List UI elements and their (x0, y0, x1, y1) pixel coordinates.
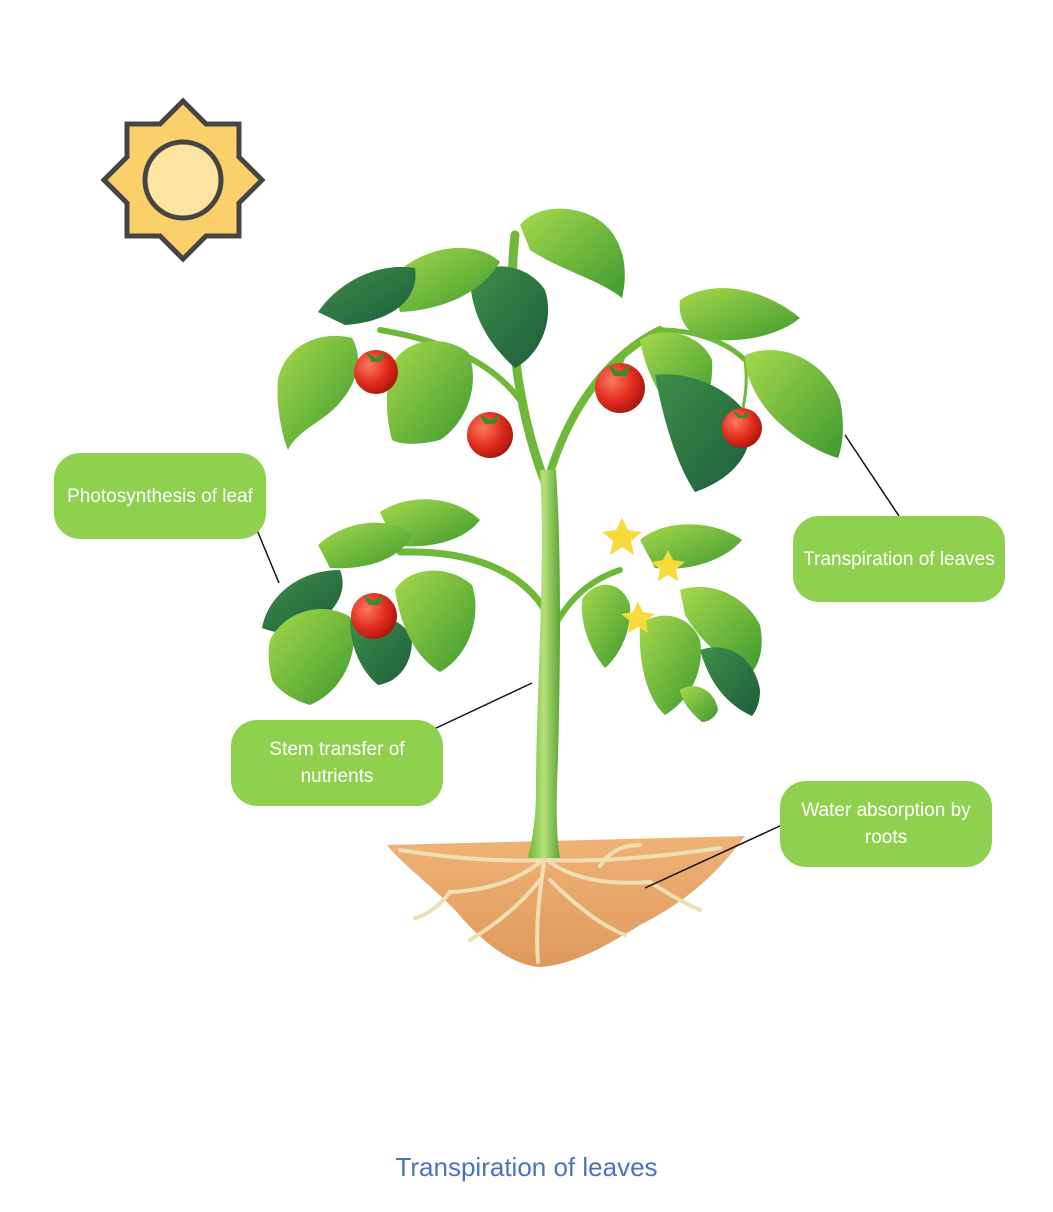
callout-photosynthesis: Photosynthesis of leaf (54, 453, 266, 539)
diagram-caption: Transpiration of leaves (395, 1152, 658, 1182)
callout-transpiration: Transpiration of leaves (793, 516, 1005, 602)
tomatoes (351, 350, 762, 639)
tomato-flowers (602, 518, 685, 633)
leader-line-water (644, 824, 783, 889)
lower-right-leaves (581, 524, 762, 722)
callout-water-absorption: Water absorption by roots (780, 781, 992, 867)
upper-leaves (277, 208, 843, 492)
lower-left-leaves (262, 499, 480, 705)
leader-line-photosynthesis (256, 529, 280, 584)
sun-icon (100, 97, 266, 263)
main-stem (528, 470, 560, 858)
callout-transpiration-label: Transpiration of leaves (803, 548, 995, 570)
leader-line-stem (431, 682, 533, 731)
soil-mound (387, 836, 745, 967)
tomato (354, 350, 398, 394)
tomato-plant-illustration (262, 208, 843, 967)
tomato (722, 408, 762, 448)
tomato (595, 363, 645, 413)
callout-water-absorption-label: Water absorption by roots (801, 800, 971, 848)
leader-line-transpiration (844, 434, 900, 517)
leader-lines (256, 434, 900, 889)
tomato (467, 412, 513, 458)
callout-photosynthesis-label: Photosynthesis of leaf (67, 485, 253, 507)
callout-stem-transfer: Stem transfer of nutrients (231, 720, 443, 806)
callout-stem-transfer-label: Stem transfer of nutrients (269, 739, 405, 787)
tomato (351, 593, 397, 639)
